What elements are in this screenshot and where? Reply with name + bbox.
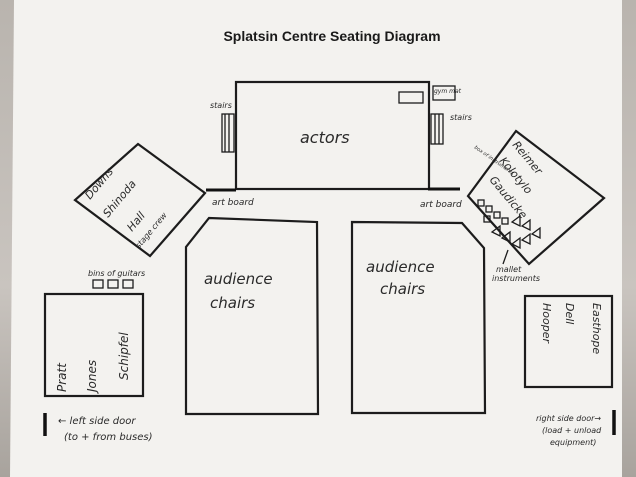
diagram-title: Splatsin Centre Seating Diagram: [223, 28, 440, 44]
mallet-triangle: [490, 224, 501, 238]
audience-left-line-1: audience: [204, 270, 273, 288]
right-door-label-1: right side door→: [536, 414, 601, 423]
stage-label: actors: [300, 128, 350, 147]
mallet-triangle: [510, 236, 521, 250]
mallet-triangle: [510, 214, 521, 228]
mallet-triangle: [520, 218, 531, 232]
gym-mat-label-box: [432, 85, 456, 101]
mallet-triangle: [500, 230, 511, 244]
left-diamond: [73, 142, 207, 258]
audience-right-line-2: chairs: [380, 280, 425, 298]
mallet-triangle: [530, 226, 541, 240]
stairs-left-label: stairs: [210, 101, 232, 110]
gym-mat-label: gym mat: [434, 88, 462, 95]
mallet-label-1: mallet: [496, 265, 522, 274]
stage-rect: [234, 80, 431, 191]
guitar-bin: [92, 279, 104, 289]
stairs-right-label: stairs: [450, 113, 472, 122]
left-box-name-1: Pratt: [55, 362, 69, 392]
instrument-square: [485, 205, 493, 213]
left-box-rect: [43, 292, 145, 398]
audience-left-line-2: chairs: [210, 294, 255, 312]
audience-right-shape: [350, 220, 487, 415]
right-box-name-1: Easthope: [590, 303, 603, 354]
right-diamond: [466, 129, 606, 266]
right-door: right side door→ (load + unload equipmen…: [536, 410, 616, 447]
right-door-label-2: (load + unload: [542, 426, 602, 435]
left-door: ← left side door (to + from buses): [43, 413, 153, 443]
stage-area: actors gym mat stairs stairs: [210, 80, 472, 191]
instrument-square: [493, 211, 501, 219]
instrument-square: [501, 217, 509, 225]
left-door-label-1: ← left side door: [58, 416, 136, 427]
stairs-left: [221, 113, 235, 153]
left-box-name-2: Jones: [85, 360, 99, 394]
right-box-name-2: Dell: [563, 303, 576, 324]
art-board-right-label: art board: [420, 200, 462, 210]
instrument-square: [483, 215, 491, 223]
gym-mat-rect: [398, 91, 424, 104]
audience-right-line-1: audience: [366, 258, 435, 276]
mallet-label-2: instruments: [492, 274, 540, 283]
audience-left: audience chairs: [184, 216, 320, 416]
mallet-triangle: [520, 232, 531, 246]
left-door-label-2: (to + from buses): [64, 432, 153, 443]
audience-left-shape: [184, 216, 320, 416]
right-box-name-3: Hooper: [540, 303, 553, 344]
bins-label: bins of guitars: [88, 269, 145, 278]
left-seating-box: Pratt Jones Schipfel: [43, 292, 145, 398]
stairs-right: [430, 113, 444, 145]
guitar-bin: [122, 279, 134, 289]
guitar-bins: bins of guitars: [88, 269, 145, 289]
left-box-name-3: Schipfel: [117, 332, 131, 380]
right-seating-box: Easthope Dell Hooper: [523, 294, 614, 389]
audience-right: audience chairs: [350, 220, 487, 415]
art-board-left-label: art board: [212, 198, 254, 208]
right-door-label-3: equipment): [550, 438, 596, 447]
mallet-pointer: [502, 249, 509, 265]
guitar-bin: [107, 279, 119, 289]
instrument-square: [477, 199, 485, 207]
right-box-rect: [523, 294, 614, 389]
art-boards: art board art board: [206, 187, 462, 210]
